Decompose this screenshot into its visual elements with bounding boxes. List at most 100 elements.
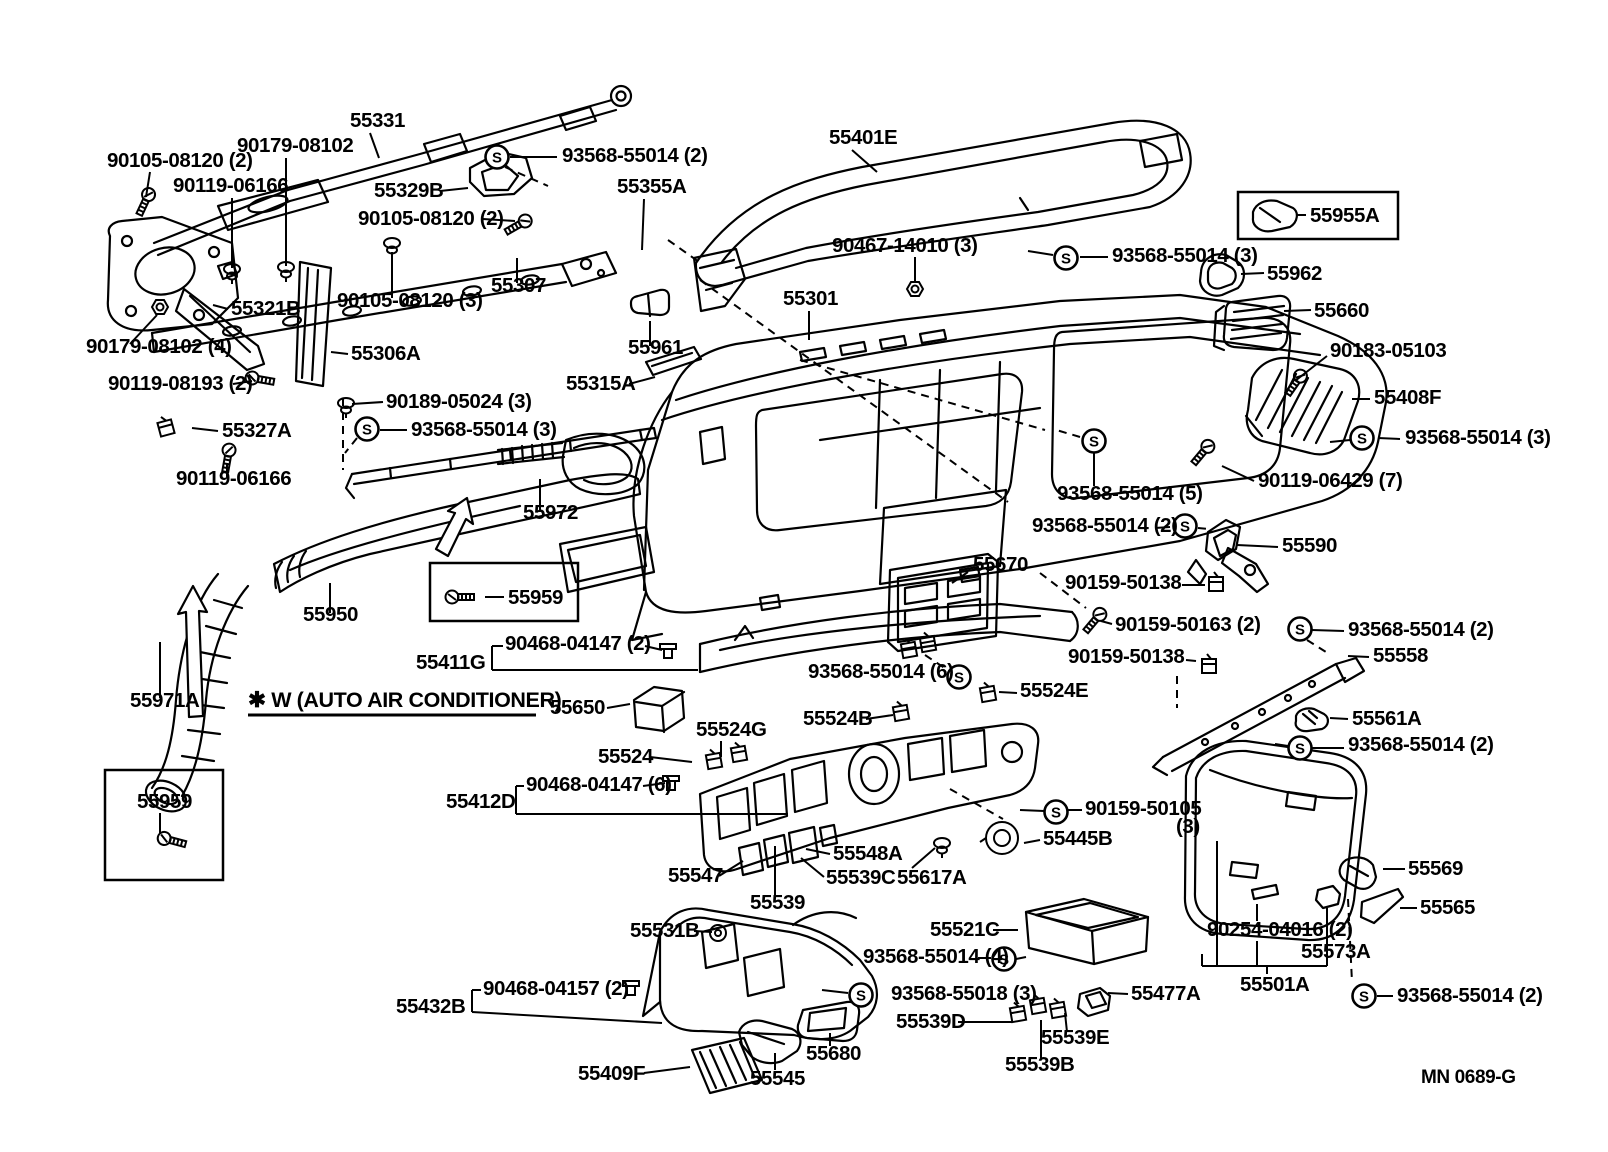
upper-rail-duct-part (344, 426, 658, 500)
part-number-labels: 90105-08120 (2) 90179-08102 90119-06166 553… (86, 109, 1551, 1090)
part-number-label: 90189-05024 (3) (386, 390, 532, 413)
grommet-icon (383, 237, 401, 258)
part-number-label: 93568-55014 (3) (1405, 426, 1551, 449)
part-number-label: 55545 (750, 1067, 805, 1090)
leader-line (471, 1011, 663, 1024)
standard-part-s-icon: S (492, 150, 502, 167)
part-number-label: 55445B (1043, 827, 1112, 850)
leader-lines (129, 132, 1417, 1074)
standard-part-s-icon (354, 416, 380, 442)
clip-icon (918, 631, 938, 654)
grommet-icon (337, 397, 355, 418)
leader-line (1377, 437, 1401, 440)
leader-line (1274, 743, 1289, 747)
part-number-label: 90159-50138 (1068, 645, 1184, 668)
part-number-label: 55565 (1420, 896, 1475, 919)
leader-line-dashed (1306, 639, 1327, 653)
clip-icon (978, 681, 998, 704)
standard-part-s-icon (946, 664, 972, 690)
part-number-label: 93568-55014 (2) (1032, 514, 1178, 537)
part-number-label: 55329B (374, 179, 443, 202)
part-number-label: 55315A (566, 372, 636, 395)
rivet-icon (659, 643, 677, 659)
part-number-label: 93568-55014 (2) (1397, 984, 1543, 1007)
leader-line (1015, 956, 1027, 960)
bolt-icon (1283, 368, 1308, 398)
part-number-label: 55306A (351, 342, 421, 365)
part-number-label: 55355A (617, 175, 687, 198)
callout-box (103, 768, 225, 882)
standard-part-s-icon (1043, 799, 1069, 825)
standard-part-s-icon: S (1051, 805, 1061, 822)
heater-duct-55950-part (272, 473, 656, 594)
part-number-label: 93568-55014 (5) (1057, 482, 1203, 505)
part-number-label: 55547 (668, 864, 723, 887)
part-number-label: 93568-55014 (3) (1112, 244, 1258, 267)
clip-55561A-part (1294, 707, 1329, 733)
leader-line (1023, 839, 1041, 844)
part-number-label: 90105-08120 (2) (358, 207, 504, 230)
leader-line-dashed (667, 239, 703, 265)
part-number-label: 55524E (1020, 679, 1088, 702)
part-number-label: 90119-06429 (7) (1258, 469, 1402, 492)
strip-90254-part (1250, 883, 1280, 901)
fastener-icons (135, 187, 1308, 1024)
leader-line (439, 187, 469, 192)
leader-line (998, 691, 1018, 694)
switch-blanks-part (737, 823, 839, 877)
grommet-icon (933, 837, 951, 858)
part-number-label: 93568-55014 (3) (411, 418, 557, 441)
part-number-label: 55950 (303, 603, 358, 626)
part-number-label: 55432B (396, 995, 465, 1018)
callout-boxes (103, 190, 1400, 882)
part-number-label: 55548A (833, 842, 903, 865)
leader-line (951, 571, 969, 584)
standard-part-s-icon (1287, 616, 1313, 642)
part-number-label: 90105-08120 (3) (337, 289, 483, 312)
standard-part-s-icon: S (362, 422, 372, 439)
leader-line-dashed (1039, 572, 1087, 609)
clip-55961-part (629, 288, 671, 318)
leader-line (191, 427, 219, 432)
part-number-label: 90467-14010 (3) (832, 234, 978, 257)
leader-line (800, 857, 825, 878)
part-number-label: 55569 (1408, 857, 1463, 880)
part-number-label: 55411G (416, 651, 485, 674)
part-number-label: 55961 (628, 336, 683, 359)
standard-part-s-icon (1081, 428, 1107, 454)
part-number-label: 55573A (1301, 940, 1371, 963)
standard-part-s-icon: S (999, 952, 1009, 969)
leader-line (145, 171, 151, 198)
part-number-label: 55539 (750, 891, 805, 914)
bolt-icon (503, 213, 533, 236)
part-number-label: 55650 (550, 696, 605, 719)
leader-line (129, 314, 158, 345)
part-number-label: 55524 (598, 745, 654, 768)
leader-line (1329, 717, 1349, 720)
leader-line (1154, 526, 1171, 529)
auto-air-conditioner-note: ✱ W (AUTO AIR CONDITIONER) (248, 688, 562, 712)
drawing-code: MN 0689-G (1421, 1067, 1516, 1088)
leader-line-dashed (924, 654, 947, 670)
tray-55521C-part (1024, 897, 1150, 966)
leader-line (369, 132, 380, 159)
part-number-label: 93568-55014 (6) (808, 660, 954, 683)
clip-icon (891, 700, 911, 723)
part-number-label: 55539D (896, 1010, 965, 1033)
part-number-label: 90119-06166 (173, 174, 288, 197)
clip-icon (1028, 993, 1048, 1016)
part-number-label: 55660 (1314, 299, 1369, 322)
instrument-panel-55301-part (630, 293, 1388, 642)
part-number-label: 90179-08102 (237, 134, 353, 157)
standard-part-s-icon: S (1359, 989, 1369, 1006)
leader-line (693, 930, 713, 933)
part-number-label: 55524G (696, 718, 767, 741)
bolt-icon (444, 589, 475, 605)
part-number-label: 55539E (1041, 1026, 1109, 1049)
glove-box-door-55501A-part (1183, 739, 1368, 942)
lower-panel-55432B-part (641, 907, 878, 1041)
part-number-label: (3) (1176, 815, 1200, 838)
part-number-label: 93568-55014 (2) (1348, 618, 1494, 641)
nut-icon (905, 281, 925, 297)
leader-line (232, 380, 253, 385)
